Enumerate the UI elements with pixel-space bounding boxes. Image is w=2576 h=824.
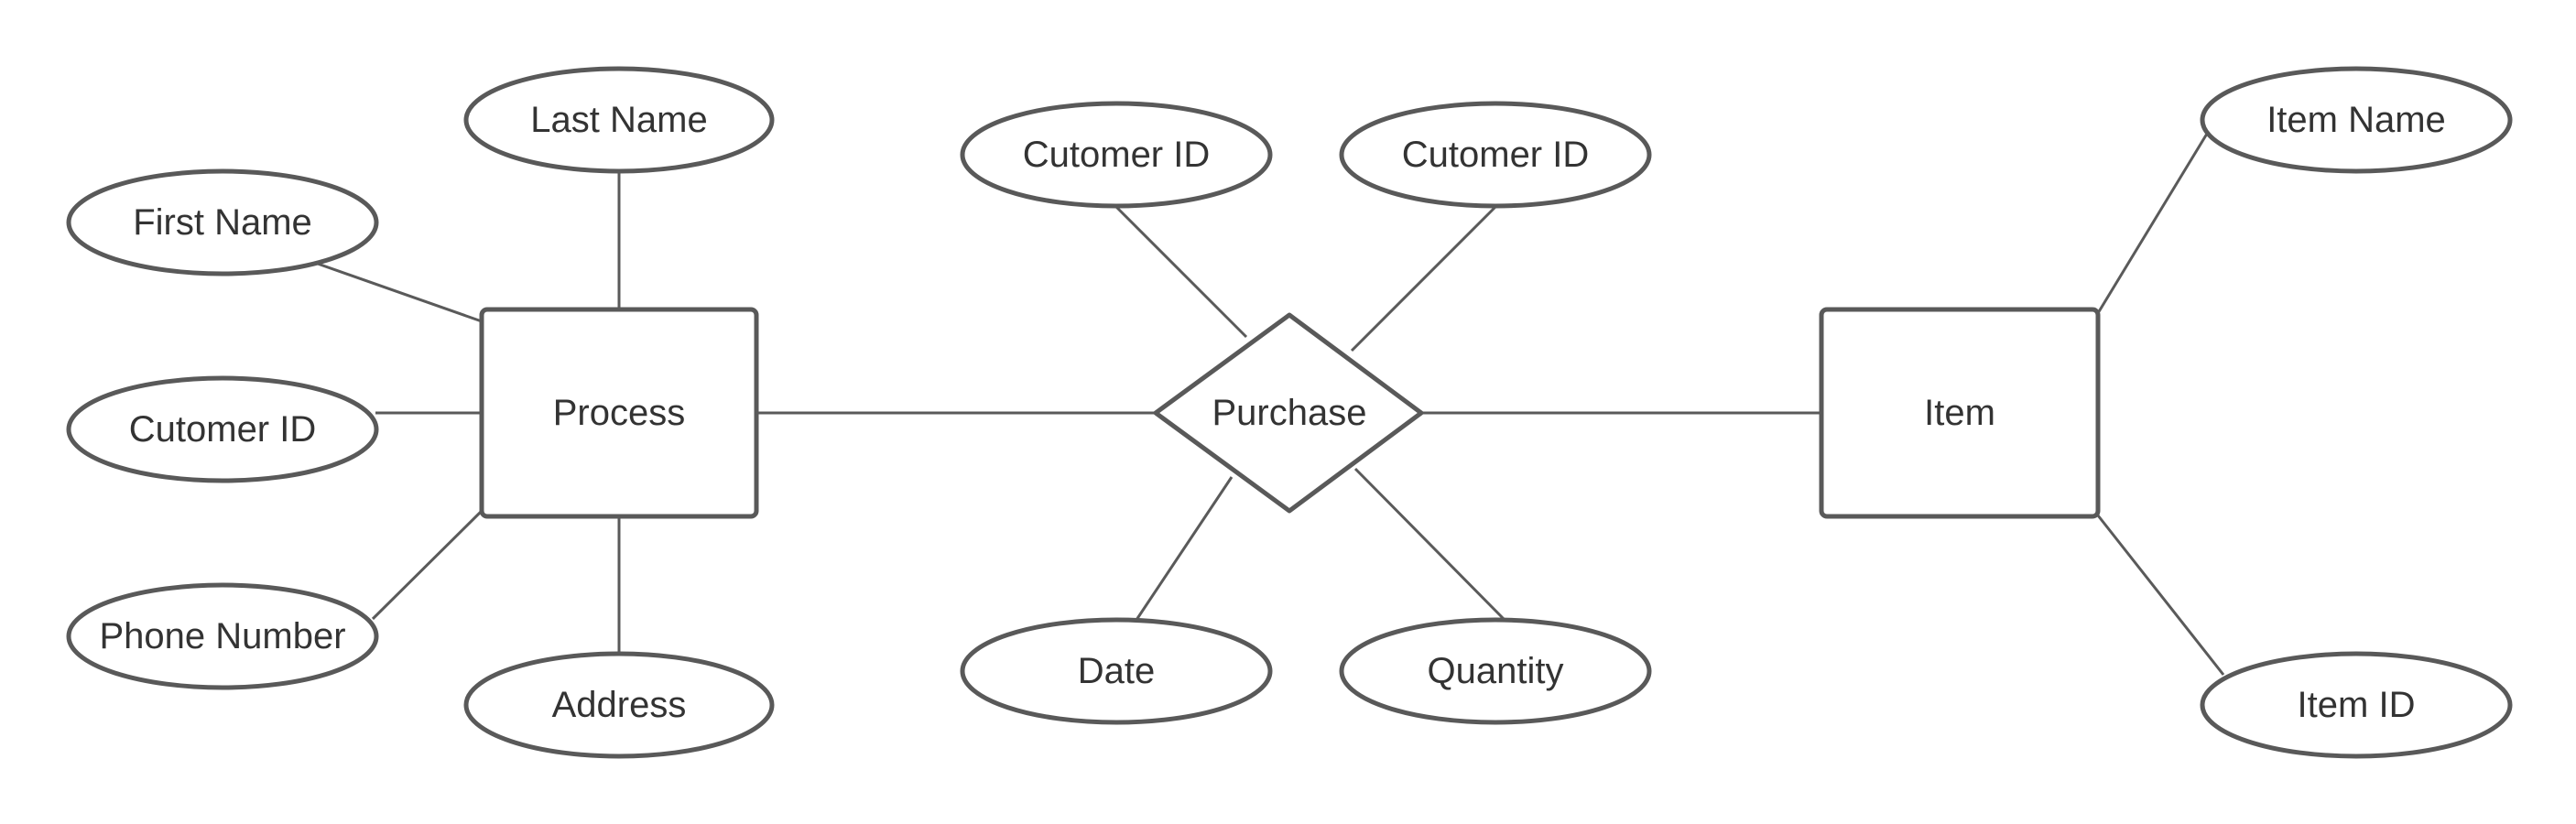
- attribute-quantity[interactable]: Quantity: [1339, 617, 1652, 725]
- edge-phone-number: [371, 509, 484, 621]
- attribute-purchase-customer-id-1[interactable]: Cutomer ID: [960, 101, 1273, 209]
- attribute-item-name[interactable]: Item Name: [2200, 66, 2513, 174]
- entity-process-label: Process: [553, 393, 686, 433]
- edge-date: [1135, 476, 1234, 621]
- entity-item-label: Item: [1924, 393, 1995, 433]
- edge-purchase-customer-id-1: [1114, 205, 1248, 339]
- attribute-purchase-customer-id-1-label: Cutomer ID: [1023, 135, 1211, 175]
- attribute-first-name[interactable]: First Name: [66, 168, 379, 276]
- attribute-process-customer-id[interactable]: Cutomer ID: [66, 375, 379, 483]
- attribute-item-id[interactable]: Item ID: [2200, 651, 2513, 759]
- edge-purchase-customer-id-2: [1350, 205, 1497, 352]
- attribute-item-name-label: Item Name: [2266, 100, 2446, 140]
- attribute-last-name-label: Last Name: [530, 100, 707, 140]
- edge-item-name: [2096, 133, 2209, 314]
- relationship-purchase-label: Purchase: [1212, 393, 1367, 433]
- attribute-purchase-customer-id-2[interactable]: Cutomer ID: [1339, 101, 1652, 209]
- attribute-date-label: Date: [1078, 651, 1156, 691]
- attribute-phone-number-label: Phone Number: [99, 616, 345, 656]
- attribute-process-customer-id-label: Cutomer ID: [129, 409, 317, 450]
- attribute-address[interactable]: Address: [463, 651, 775, 759]
- attribute-last-name[interactable]: Last Name: [463, 66, 775, 174]
- attribute-quantity-label: Quantity: [1428, 651, 1564, 691]
- attribute-item-id-label: Item ID: [2298, 685, 2416, 725]
- attribute-first-name-label: First Name: [133, 202, 312, 243]
- attribute-purchase-customer-id-2-label: Cutomer ID: [1402, 135, 1590, 175]
- relationship-purchase[interactable]: Purchase: [1153, 312, 1424, 514]
- attribute-address-label: Address: [552, 685, 687, 725]
- edge-quantity: [1353, 467, 1506, 622]
- attribute-date[interactable]: Date: [960, 617, 1273, 725]
- edge-item-id: [2096, 515, 2225, 676]
- edge-first-name: [314, 261, 483, 323]
- attribute-phone-number[interactable]: Phone Number: [66, 582, 379, 690]
- entity-process[interactable]: Process: [479, 307, 759, 519]
- connectors: [314, 133, 2225, 676]
- entity-item[interactable]: Item: [1819, 307, 2101, 519]
